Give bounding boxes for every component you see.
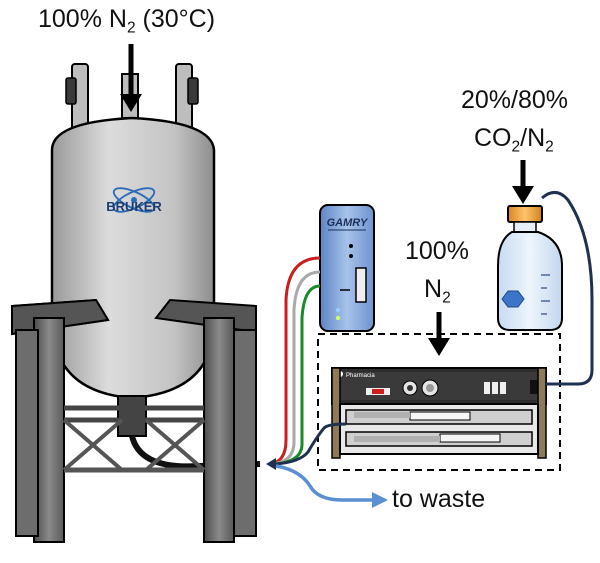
pump-gas-line1: 100%: [405, 239, 469, 264]
pump-gas-percent: 100%: [405, 237, 469, 265]
co2-mix-co2-sub: 2: [511, 138, 521, 156]
co2-mix-percent: 20%/80%: [461, 86, 569, 114]
pump-gas-sub: 2: [442, 289, 451, 307]
pump-gas-n: N: [424, 275, 443, 303]
co2-mix-line1: 20%/80%: [461, 88, 568, 113]
waste-line: [275, 464, 374, 502]
tubing: [275, 191, 594, 466]
magnet-stand: [15, 317, 257, 543]
gas-bottle: [497, 205, 563, 331]
nmr-magnet: BRUKER: [11, 63, 261, 543]
waste-label: to waste: [392, 487, 485, 512]
pump-gas-line2: N2: [424, 275, 451, 306]
co2-mix-n2: /N: [520, 124, 546, 152]
bruker-logo-text: BRUKER: [106, 199, 162, 214]
gamry-logo-text: GAMRY: [327, 217, 369, 229]
co2-mix-n2-sub: 2: [545, 138, 554, 156]
magnet-body: [50, 116, 216, 400]
top-gas-prefix: 100% N: [38, 5, 127, 33]
top-gas-sub: 2: [126, 19, 136, 37]
waste-label-text: to waste: [392, 485, 486, 513]
pump-brand-text: Pharmacia: [346, 373, 375, 379]
electrode-wires: [269, 256, 321, 466]
top-gas-label: 100% N2 (30°C): [38, 5, 216, 36]
top-gas-suffix: (30°C): [135, 5, 216, 33]
gamry-potentiostat: GAMRY: [319, 204, 375, 332]
bruker-logo: BRUKER: [106, 187, 162, 214]
co2-mix-line2: CO2/N2: [474, 124, 554, 155]
co2-mix-co2: CO: [474, 124, 512, 152]
syringe-pump: Pharmacia: [331, 367, 547, 459]
